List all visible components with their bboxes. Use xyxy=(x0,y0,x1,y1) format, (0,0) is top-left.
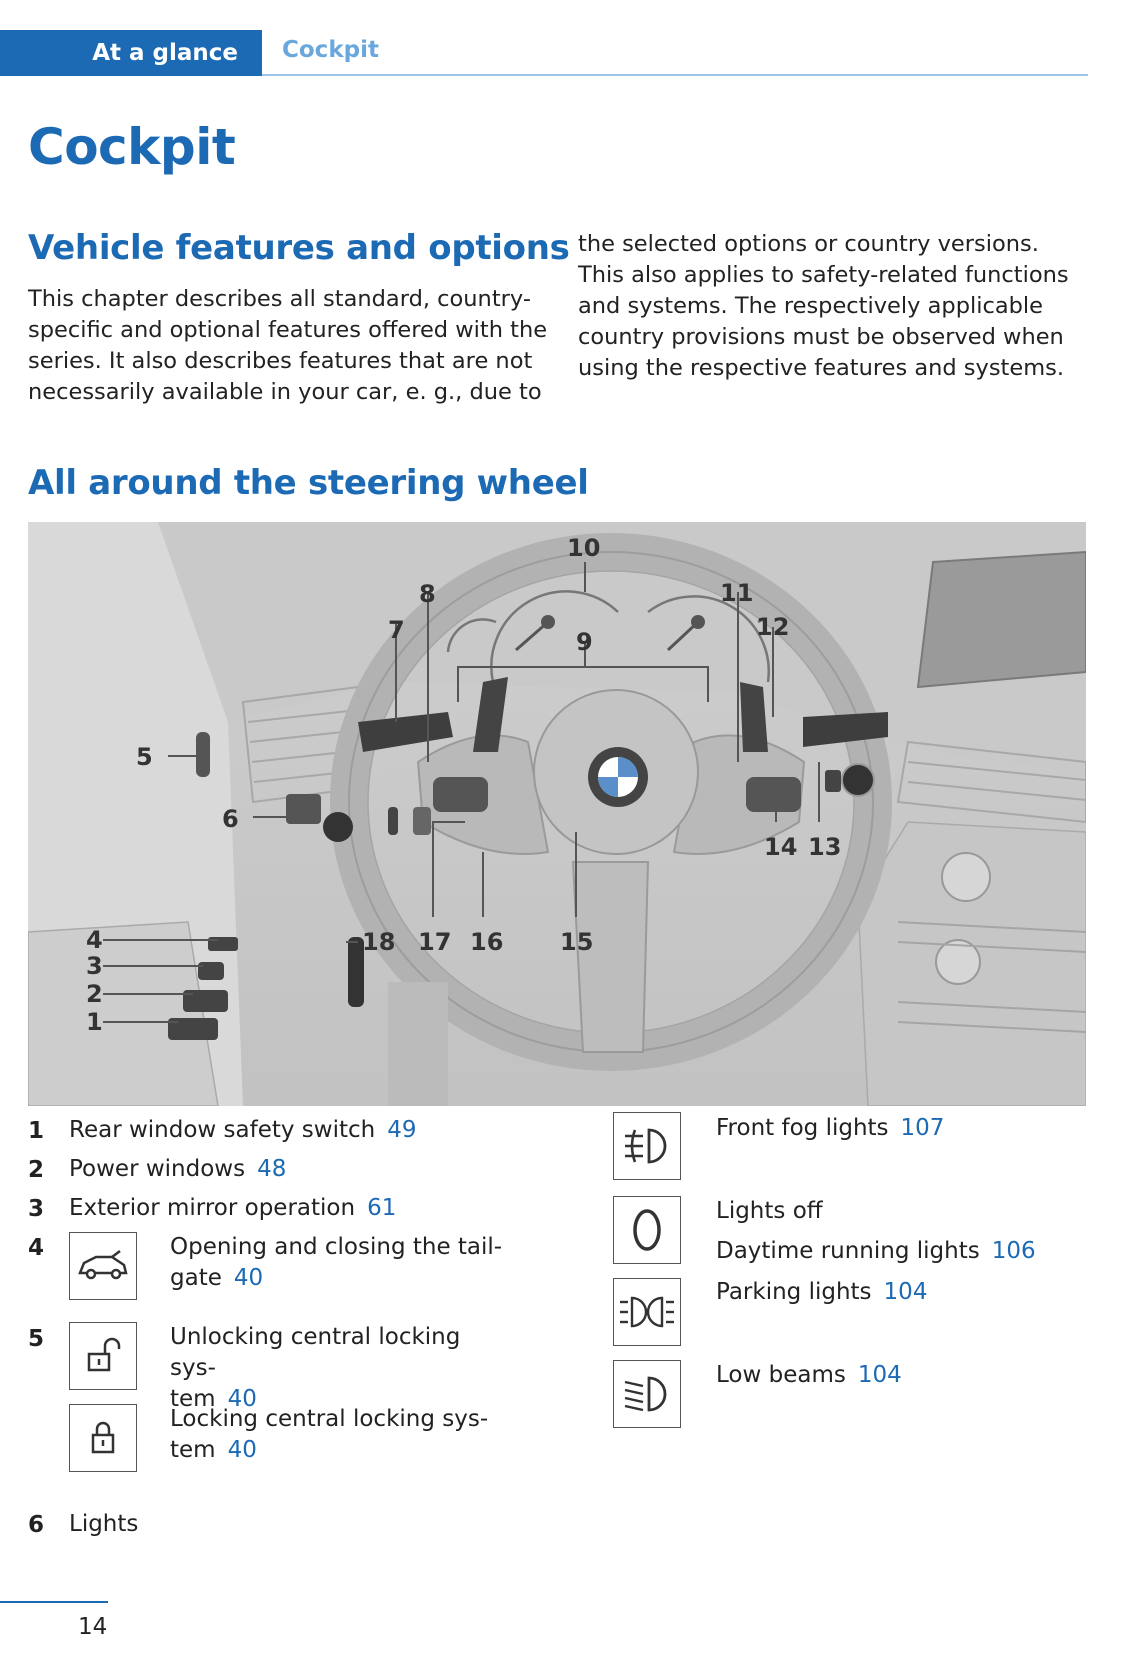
page-number: 14 xyxy=(78,1614,108,1640)
list-item-low-beams: Low beams 104 xyxy=(716,1360,902,1391)
item-label: Low beams xyxy=(716,1362,846,1388)
callout-4: 4 xyxy=(86,926,103,954)
car-tailgate-icon xyxy=(69,1232,137,1300)
callout-6: 6 xyxy=(222,805,239,833)
item-label: Front fog lights xyxy=(716,1115,889,1141)
list-item-rear-window-safety: Rear window safety switch 49 xyxy=(69,1115,417,1146)
page-link[interactable]: 40 xyxy=(227,1437,257,1463)
list-item-locking: Locking central locking sys-tem 40 xyxy=(170,1404,510,1466)
list-item-unlocking: Unlocking central locking sys-tem 40 xyxy=(170,1322,510,1415)
item-label: Exterior mirror operation xyxy=(69,1195,356,1221)
parking-lights-icon xyxy=(613,1278,681,1346)
steering-heading: All around the steering wheel xyxy=(28,463,589,503)
callout-17: 17 xyxy=(418,928,451,956)
page-link[interactable]: 48 xyxy=(257,1156,287,1182)
callout-8: 8 xyxy=(419,580,436,608)
item-number-3: 3 xyxy=(28,1196,45,1222)
list-item-lights-off: Lights off xyxy=(716,1198,823,1224)
callout-13: 13 xyxy=(808,833,841,861)
features-heading: Vehicle features and options xyxy=(28,228,570,268)
features-text-right: the selected options or country versions… xyxy=(578,231,1069,381)
item-number-6: 6 xyxy=(28,1512,45,1538)
breadcrumb[interactable]: Cockpit xyxy=(282,37,379,63)
item-label: Rear window safety switch xyxy=(69,1117,376,1143)
front-fog-lights-icon xyxy=(613,1112,681,1180)
page-link[interactable]: 40 xyxy=(227,1386,257,1412)
item-label-line1: Opening and closing the tail- xyxy=(170,1234,503,1260)
page-link[interactable]: 106 xyxy=(991,1238,1036,1264)
list-item-exterior-mirror: Exterior mirror operation 61 xyxy=(69,1193,396,1224)
item-label-line2: gate xyxy=(170,1265,222,1291)
list-item-lights: Lights xyxy=(69,1511,139,1537)
section-tab[interactable]: At a glance xyxy=(0,30,262,76)
callout-11: 11 xyxy=(720,579,753,607)
callout-2: 2 xyxy=(86,980,103,1008)
page-link[interactable]: 104 xyxy=(857,1362,902,1388)
page-link[interactable]: 61 xyxy=(367,1195,397,1221)
cockpit-drawing: 5 6 4 3 2 1 7 8 9 10 11 12 13 14 15 16 1… xyxy=(28,522,1086,1106)
item-label-line1: Locking central locking sys- xyxy=(170,1406,489,1432)
lock-icon xyxy=(69,1404,137,1472)
callout-7: 7 xyxy=(388,616,405,644)
item-label-line2: tem xyxy=(170,1386,216,1412)
list-item-front-fog-lights: Front fog lights 107 xyxy=(716,1113,944,1144)
callout-16: 16 xyxy=(470,928,503,956)
item-number-2: 2 xyxy=(28,1157,45,1183)
section-tab-label: At a glance xyxy=(92,40,238,66)
page-title: Cockpit xyxy=(28,118,236,176)
item-label: Daytime running lights xyxy=(716,1238,980,1264)
unlock-icon xyxy=(69,1322,137,1390)
callout-5: 5 xyxy=(136,743,153,771)
item-label: Power windows xyxy=(69,1156,246,1182)
list-item-power-windows: Power windows 48 xyxy=(69,1154,286,1185)
item-number-4: 4 xyxy=(28,1235,45,1261)
callout-18: 18 xyxy=(362,928,395,956)
cockpit-illustration: 5 6 4 3 2 1 7 8 9 10 11 12 13 14 15 16 1… xyxy=(28,522,1086,1106)
list-item-parking-lights: Parking lights 104 xyxy=(716,1277,927,1308)
list-item-daytime-running: Daytime running lights 106 xyxy=(716,1236,1036,1267)
callout-1: 1 xyxy=(86,1008,103,1036)
item-number-1: 1 xyxy=(28,1118,45,1144)
item-label-line1: Unlocking central locking sys- xyxy=(170,1324,461,1381)
callout-9: 9 xyxy=(576,628,593,656)
callout-15: 15 xyxy=(560,928,593,956)
page-link[interactable]: 107 xyxy=(900,1115,945,1141)
item-label-line2: tem xyxy=(170,1437,216,1463)
low-beams-icon xyxy=(613,1360,681,1428)
page-link[interactable]: 104 xyxy=(883,1279,928,1305)
callout-14: 14 xyxy=(764,833,797,861)
list-item-tailgate: Opening and closing the tail-gate 40 xyxy=(170,1232,510,1294)
footer-rule xyxy=(0,1601,108,1603)
callout-10: 10 xyxy=(567,534,600,562)
callout-12: 12 xyxy=(756,613,789,641)
lights-off-icon xyxy=(613,1196,681,1264)
item-label: Parking lights xyxy=(716,1279,872,1305)
page-link[interactable]: 49 xyxy=(387,1117,417,1143)
page-link[interactable]: 40 xyxy=(233,1265,264,1291)
header-rule xyxy=(262,74,1088,76)
features-text-left: This chapter describes all standard, cou… xyxy=(28,286,548,405)
item-number-5: 5 xyxy=(28,1326,45,1352)
callout-3: 3 xyxy=(86,952,103,980)
